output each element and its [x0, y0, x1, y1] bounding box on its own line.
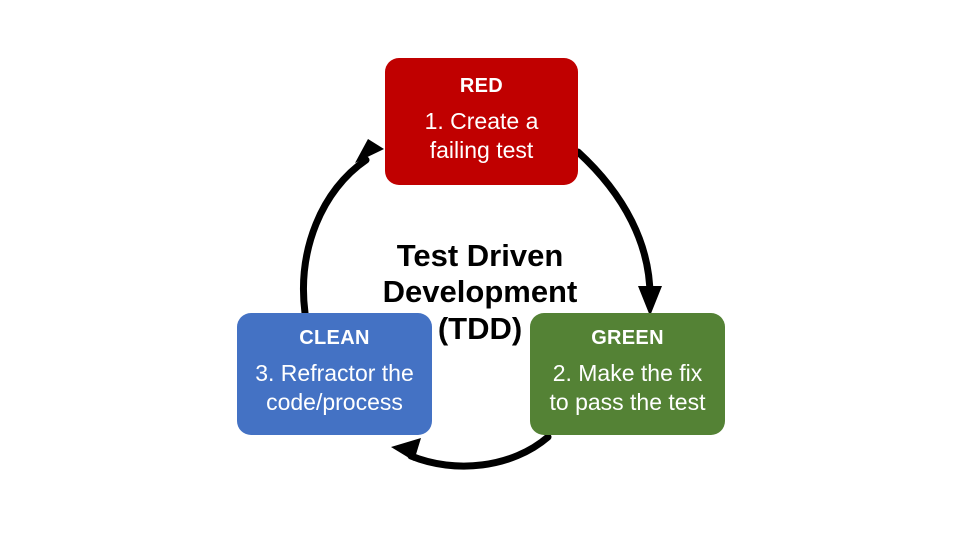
- node-green-body: 2. Make the fix to pass the test: [550, 359, 706, 417]
- center-title-line3: (TDD): [437, 310, 523, 346]
- node-green[interactable]: GREEN 2. Make the fix to pass the test: [530, 313, 725, 435]
- center-title-line1: Test Driven: [396, 238, 564, 273]
- node-green-body-line1: 2. Make the fix: [552, 360, 703, 387]
- node-red-body: 1. Create a failing test: [425, 107, 539, 165]
- node-red[interactable]: RED 1. Create a failing test: [385, 58, 578, 185]
- node-red-body-line1: 1. Create a: [424, 107, 539, 134]
- node-clean-body: 3. Refractor the code/process: [255, 359, 414, 417]
- diagram-center-title: Test Driven Development (TDD): [330, 238, 630, 347]
- center-title-line2: Development: [382, 274, 578, 310]
- node-clean-body-line1: 3. Refractor the: [255, 360, 414, 387]
- node-green-body-line2: to pass the test: [549, 389, 706, 415]
- node-clean[interactable]: CLEAN 3. Refractor the code/process: [237, 313, 432, 435]
- node-clean-title: CLEAN: [299, 327, 370, 350]
- arrow-green-to-clean: [391, 433, 552, 470]
- node-red-body-line2: failing test: [429, 136, 534, 163]
- node-green-title: GREEN: [591, 327, 664, 350]
- node-clean-body-line2: code/process: [266, 389, 403, 415]
- node-red-title: RED: [459, 74, 504, 97]
